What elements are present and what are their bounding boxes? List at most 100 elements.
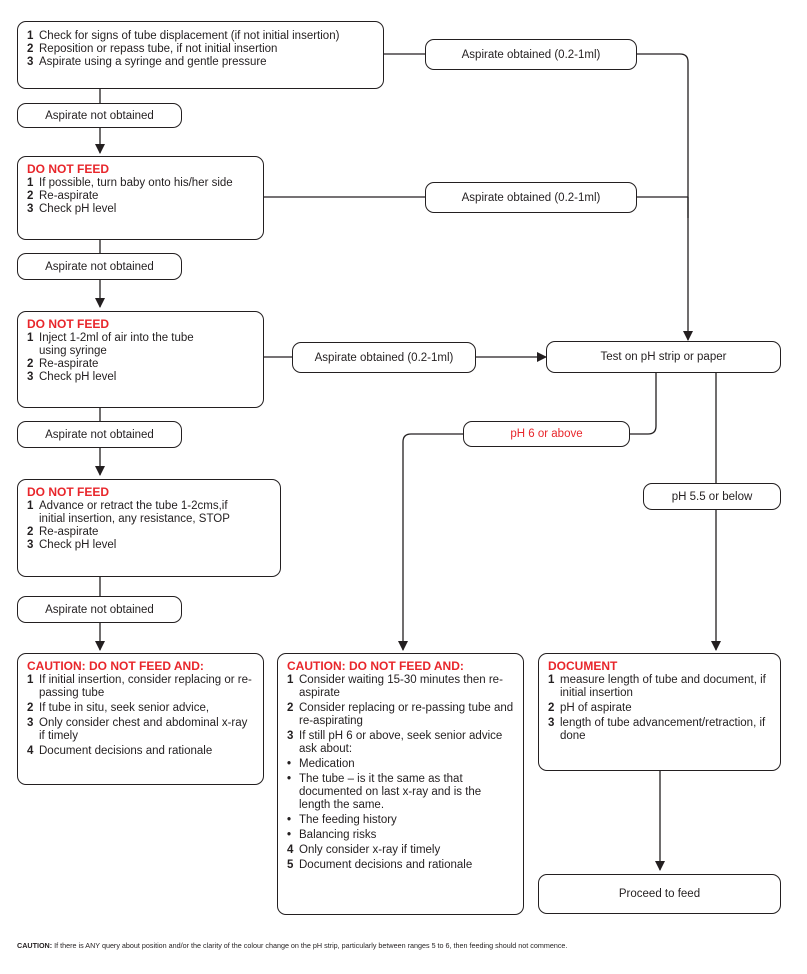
list-item-text: The tube – is it the same as that docume…: [299, 773, 482, 811]
list-item-text: Check for signs of tube displacement (if…: [39, 30, 340, 42]
list-item-text: Medication: [299, 758, 355, 770]
test-ph-pill: Test on pH strip or paper: [546, 341, 781, 373]
list-item-text: initial insertion, any resistance, STOP: [39, 513, 230, 525]
box-heading: DO NOT FEED: [27, 317, 110, 331]
box-heading: DO NOT FEED: [27, 162, 110, 176]
ph-6-or-above-pill: pH 6 or above: [463, 421, 630, 447]
list-item-text: Balancing risks: [299, 829, 377, 841]
list-item-text: pH of aspirate: [560, 702, 632, 714]
box-heading: DOCUMENT: [548, 659, 618, 673]
list-item: • Balancing risks: [287, 829, 515, 842]
list-item-number: 1: [548, 674, 555, 686]
list-item-text: If initial insertion, consider replacing…: [39, 674, 252, 699]
list-item-text: Document decisions and rationale: [39, 745, 213, 757]
list-item-number: •: [287, 758, 292, 770]
aspirate-not-obtained-pill-1: Aspirate not obtained: [17, 103, 182, 128]
list-item-text: Only consider chest and abdominal x-ray …: [39, 717, 248, 742]
list-item-number: [27, 345, 39, 358]
list-item-number: 3: [27, 56, 34, 68]
list-item: 4 Only consider x-ray if timely: [287, 844, 515, 857]
list-item-text: Check pH level: [39, 203, 117, 215]
do-not-feed-box-step4: DO NOT FEED 1 Advance or retract the tube…: [17, 479, 281, 577]
do-not-feed-box-step3: DO NOT FEED 1 Inject 1-2ml of air into th…: [17, 311, 264, 408]
list-item-number: 2: [287, 702, 294, 714]
list-item: 2 Reposition or repass tube, if not initi…: [27, 43, 375, 56]
list-item-number: 2: [27, 190, 34, 202]
aspirate-not-obtained-pill-2: Aspirate not obtained: [17, 253, 182, 280]
aspirate-obtained-pill-2: Aspirate obtained (0.2-1ml): [425, 182, 637, 213]
list-item-text: Re-aspirate: [39, 526, 99, 538]
list-item: 4 Document decisions and rationale: [27, 745, 255, 758]
box-heading: CAUTION: DO NOT FEED AND:: [287, 659, 464, 673]
list-item-number: •: [287, 773, 292, 785]
list-item-text: Inject 1-2ml of air into the tube: [39, 332, 194, 344]
aspirate-not-obtained-pill-4: Aspirate not obtained: [17, 596, 182, 623]
list-item-number: 1: [27, 332, 34, 344]
list-item-number: 2: [27, 43, 34, 55]
list-item-text: Re-aspirate: [39, 190, 99, 202]
list-item-text: Consider waiting 15-30 minutes then re-a…: [299, 674, 503, 699]
list-item: 5 Document decisions and rationale: [287, 859, 515, 872]
footnote-prefix: CAUTION:: [17, 941, 53, 950]
list-item-number: 3: [27, 371, 34, 383]
footnote-text: If there is ANY query about position and…: [52, 941, 568, 950]
list-item-number: 1: [27, 30, 34, 42]
list-item-number: 3: [27, 203, 34, 215]
list-item-number: •: [287, 829, 292, 841]
list-item-text: using syringe: [39, 345, 107, 357]
list-item-text: measure length of tube and document, if …: [560, 674, 766, 699]
list-item: 1 Inject 1-2ml of air into the tube: [27, 332, 255, 345]
list-item-number: 1: [27, 177, 34, 189]
ph-5-5-or-below-pill: pH 5.5 or below: [643, 483, 781, 510]
list-item: 1 Check for signs of tube displacement (i…: [27, 30, 375, 43]
list-item-text: Document decisions and rationale: [299, 859, 473, 871]
list-item: 3 Check pH level: [27, 203, 255, 216]
list-item-text: Check pH level: [39, 539, 117, 551]
list-item-number: 2: [27, 702, 34, 714]
list-item-text: Advance or retract the tube 1-2cms,if: [39, 500, 228, 512]
list-item-text: length of tube advancement/retraction, i…: [560, 717, 766, 742]
aspirate-obtained-pill-3: Aspirate obtained (0.2-1ml): [292, 342, 476, 373]
connector-phhigh-to-caution: [398, 433, 463, 651]
list-item-number: •: [287, 814, 292, 826]
list-item-number: 2: [27, 358, 34, 370]
list-item-number: 4: [287, 844, 294, 856]
list-item: • Medication: [287, 758, 515, 771]
aspirate-not-obtained-pill-3: Aspirate not obtained: [17, 421, 182, 448]
list-item: 2 If tube in situ, seek senior advice,: [27, 702, 255, 715]
start-box: 1 Check for signs of tube displacement (i…: [17, 21, 384, 89]
list-item-text: Only consider x-ray if timely: [299, 844, 441, 856]
list-item-text: If tube in situ, seek senior advice,: [39, 702, 210, 714]
list-item-number: 4: [27, 745, 34, 757]
list-item: 2 Re-aspirate: [27, 190, 255, 203]
list-item-text: Check pH level: [39, 371, 117, 383]
box-heading: DO NOT FEED: [27, 485, 110, 499]
list-item-text: Re-aspirate: [39, 358, 99, 370]
list-item-text: The feeding history: [299, 814, 397, 826]
list-item-text: Reposition or repass tube, if not initia…: [39, 43, 278, 55]
list-item-text: If still pH 6 or above, seek senior advi…: [299, 730, 503, 755]
list-item-number: 5: [287, 859, 294, 871]
connector-test-to-phhigh: [630, 373, 657, 435]
aspirate-obtained-pill-1: Aspirate obtained (0.2-1ml): [425, 39, 637, 70]
document-box: DOCUMENT 1 measure length of tube and doc…: [538, 653, 781, 771]
list-item-number: 1: [27, 500, 34, 512]
footnote-caution: CAUTION: If there is ANY query about pos…: [17, 941, 657, 950]
list-item: using syringe: [27, 345, 255, 358]
list-item-number: 2: [27, 526, 34, 538]
list-item: 1 Advance or retract the tube 1-2cms,if: [27, 500, 272, 513]
list-item-text: Aspirate using a syringe and gentle pres…: [39, 56, 267, 68]
list-item-number: 3: [287, 730, 294, 742]
list-item: 1 measure length of tube and document, if…: [548, 674, 772, 700]
box-heading: CAUTION: DO NOT FEED AND:: [27, 659, 204, 673]
list-item: 2 Re-aspirate: [27, 358, 255, 371]
